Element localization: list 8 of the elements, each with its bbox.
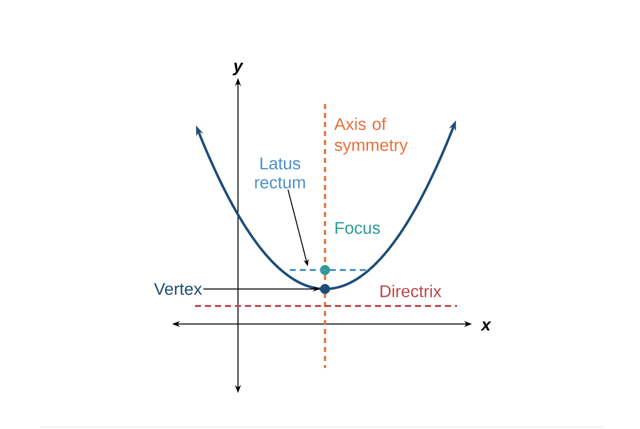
text-label: Vertex <box>154 283 202 295</box>
vertex-point <box>320 284 330 294</box>
text-label: Focus <box>336 222 380 234</box>
text-label: Directrix <box>380 284 442 298</box>
text-label: Latus rectum <box>255 158 305 188</box>
axis-label: y <box>232 62 244 76</box>
axis-label: x <box>480 322 492 330</box>
text-label: Axis of symmetry <box>334 118 408 154</box>
